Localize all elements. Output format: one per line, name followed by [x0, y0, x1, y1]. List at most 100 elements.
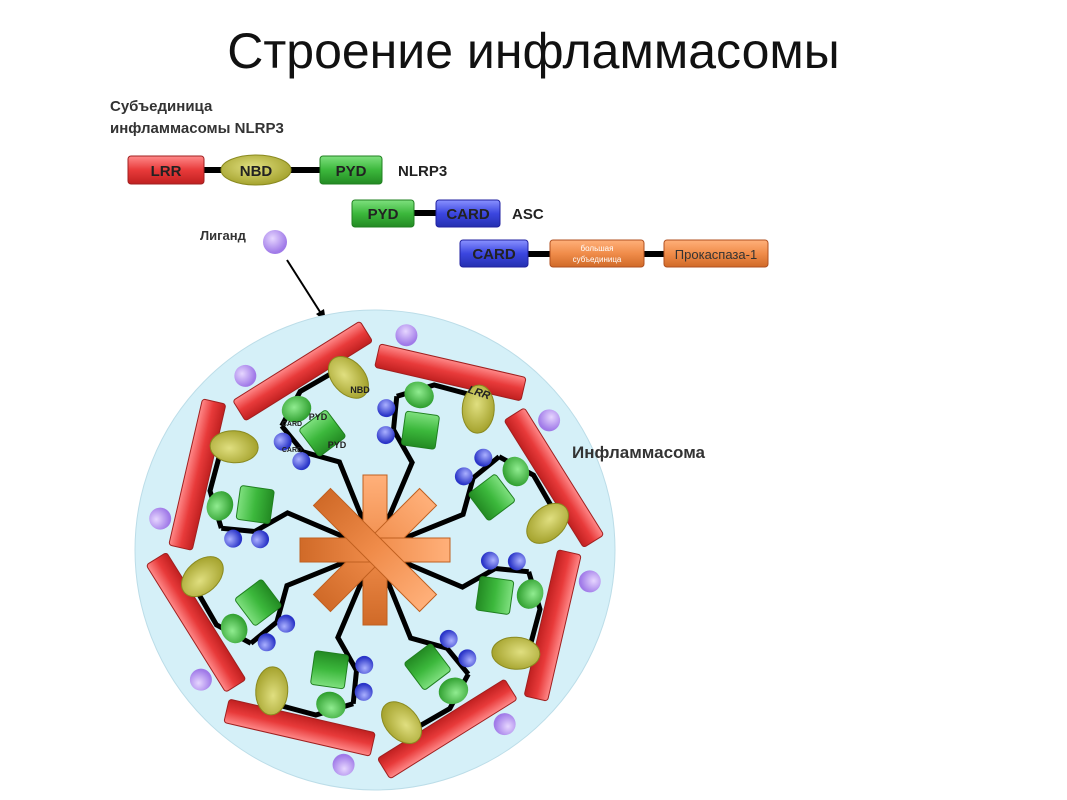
card-domain	[354, 682, 373, 701]
pyd-label: PYD	[368, 206, 399, 223]
inflammasome-label: Инфламмасома	[572, 443, 706, 462]
pyd-domain	[281, 395, 312, 423]
lrr-domain	[168, 398, 226, 551]
large-subunit-domain	[549, 239, 645, 268]
nlrp3-subunit	[223, 562, 376, 776]
card-label: CARD	[472, 246, 515, 263]
pyd-domain	[206, 491, 234, 521]
ligand-label: Лиганд	[200, 228, 247, 243]
inner-pyd-label-2: PYD	[328, 440, 347, 450]
card-domain	[273, 432, 292, 451]
procaspase-domains: CARD большая субъединица Прокаспаза-1	[459, 239, 769, 268]
pyd-domain	[468, 474, 515, 521]
inner-nbd-label: NBD	[350, 385, 370, 395]
asc-domains: PYD CARD ASC	[351, 199, 544, 228]
ligand-icon	[234, 364, 257, 387]
nlrp3-name: NLRP3	[398, 163, 447, 180]
large-subunit-label-1: большая	[581, 244, 614, 253]
pyd-domain	[351, 199, 415, 228]
lrr-domain	[223, 699, 376, 757]
inner-pyd-label-1: PYD	[309, 412, 328, 422]
card-domain	[277, 614, 296, 633]
ligand-icon	[395, 324, 418, 347]
inner-card-label-1: CARD	[282, 421, 302, 428]
nlrp3-subunit	[377, 562, 517, 779]
nlrp3-subunit	[387, 549, 601, 702]
ligand-icon	[578, 570, 601, 593]
card-domain	[355, 655, 374, 674]
lrr-domain	[127, 155, 205, 185]
caspase-arm	[312, 487, 438, 613]
pyd-domain	[319, 155, 383, 185]
pyd-domain	[401, 410, 440, 450]
inner-card-label-2: CARD	[282, 447, 302, 454]
card-domain	[454, 467, 473, 486]
lrr-domain	[146, 552, 246, 692]
nbd-domain	[526, 502, 569, 544]
card-domain	[224, 529, 243, 548]
subunit-caption-line1: Субъединица	[110, 98, 213, 115]
nbd-domain	[209, 430, 259, 464]
asc-name: ASC	[512, 206, 544, 223]
nbd-domain	[181, 556, 224, 598]
pyd-domain	[310, 650, 349, 690]
large-subunit-label-2: субъединица	[573, 255, 622, 264]
card-domain	[292, 452, 311, 471]
pyd-domain	[404, 643, 451, 690]
lrr-domain	[374, 343, 527, 401]
card-domain	[376, 426, 395, 445]
card-domain	[435, 199, 501, 228]
nlrp3-subunit	[374, 324, 527, 538]
card-domain	[251, 530, 270, 549]
nbd-domain	[381, 701, 423, 744]
ligand-icon	[149, 507, 172, 530]
pyd-domain	[438, 677, 469, 705]
nbd-domain	[491, 636, 541, 670]
lrr-domain	[377, 679, 517, 779]
pyd-domain	[404, 381, 434, 409]
pyd-domain	[235, 485, 275, 524]
caspase-star	[299, 474, 451, 626]
card-domain	[480, 551, 499, 570]
card-domain	[458, 649, 477, 668]
nbd-domain	[327, 356, 369, 399]
lrr-domain	[233, 321, 373, 421]
lrr-domain	[524, 549, 582, 702]
card-domain	[439, 629, 458, 648]
procaspase-domain	[663, 239, 769, 268]
pyd-domain	[299, 410, 346, 457]
nlrp3-domains: LRR NBD PYD NLRP3	[127, 154, 447, 186]
ligand-icon	[493, 713, 516, 736]
nbd-domain	[255, 666, 289, 716]
page-title: Строение инфламмасомы	[227, 23, 840, 79]
card-domain	[257, 633, 276, 652]
subunit-caption-line2: инфламмасомы NLRP3	[110, 120, 284, 137]
subunit-caption: Субъединица инфламмасомы NLRP3	[110, 96, 370, 140]
procaspase-label: Прокаспаза-1	[675, 247, 757, 262]
pyd-domain	[220, 613, 248, 644]
lrr-label: LRR	[151, 163, 182, 180]
ligand-icon	[332, 753, 355, 776]
nlrp3-subunit	[387, 408, 604, 548]
pyd-domain	[235, 579, 282, 626]
card-domain	[459, 239, 529, 268]
pyd-label: PYD	[336, 163, 367, 180]
ligand-icon	[189, 668, 212, 691]
pyd-domain	[516, 579, 544, 609]
lrr-domain	[504, 408, 604, 548]
nlrp3-subunit	[149, 398, 363, 551]
card-domain	[507, 552, 526, 571]
nlrp3-subunit	[233, 321, 373, 538]
pyd-domain	[502, 456, 530, 487]
nlrp3-subunit	[146, 552, 363, 692]
nbd-domain	[461, 384, 495, 434]
card-domain	[377, 399, 396, 418]
nbd-label: NBD	[240, 163, 273, 180]
ligand-arrow	[286, 259, 323, 316]
nbd-domain	[220, 154, 292, 186]
card-label: CARD	[446, 206, 489, 223]
ligand-icon	[263, 230, 287, 254]
ligand-icon	[538, 409, 561, 432]
pyd-domain	[475, 576, 515, 615]
